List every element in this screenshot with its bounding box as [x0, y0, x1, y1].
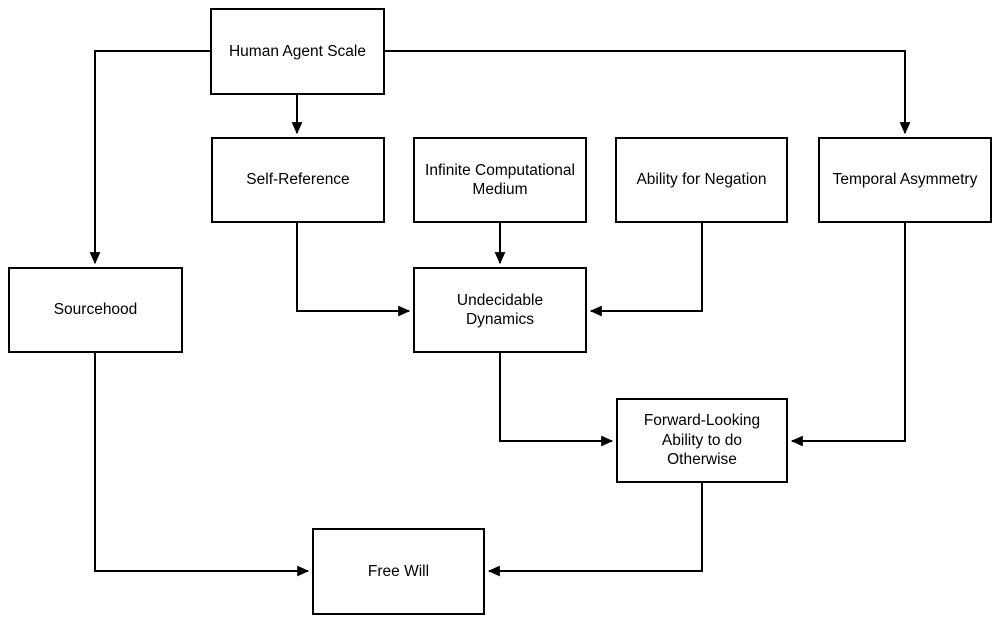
node-infinite-computational-medium: Infinite Computational Medium	[413, 137, 587, 223]
node-sourcehood: Sourcehood	[8, 267, 183, 353]
node-temporal-asymmetry: Temporal Asymmetry	[818, 137, 992, 223]
node-undecidable-dynamics-label: Undecidable Dynamics	[456, 291, 544, 328]
node-forward-looking-ability-to-do-otherwise: Forward-Looking Ability to do Otherwise	[616, 398, 788, 483]
node-free-will: Free Will	[312, 528, 485, 615]
node-sourcehood-label: Sourcehood	[53, 301, 138, 319]
node-free-will-label: Free Will	[367, 562, 430, 580]
connector-human-agent-scale-to-sourcehood	[89, 50, 211, 265]
connector-self-reference-to-undecidable-dynamics	[296, 222, 411, 317]
connector-human-agent-scale-to-temporal-asymmetry	[384, 50, 911, 135]
node-human-agent-scale-label: Human Agent Scale	[228, 42, 366, 60]
node-forward-looking-label: Forward-Looking Ability to do Otherwise	[643, 412, 761, 469]
node-ability-for-negation: Ability for Negation	[615, 137, 788, 223]
node-temporal-asymmetry-label: Temporal Asymmetry	[832, 171, 978, 189]
node-undecidable-dynamics: Undecidable Dynamics	[413, 267, 587, 353]
connector-forward-looking-to-free-will	[487, 482, 703, 577]
node-self-reference: Self-Reference	[211, 137, 385, 223]
connector-temporal-asymmetry-to-forward-looking	[790, 222, 906, 447]
connector-sourcehood-to-free-will	[94, 352, 310, 577]
node-human-agent-scale: Human Agent Scale	[210, 8, 385, 95]
connector-undecidable-dynamics-to-forward-looking	[499, 352, 614, 447]
node-ability-for-negation-label: Ability for Negation	[636, 171, 767, 189]
node-self-reference-label: Self-Reference	[246, 171, 350, 189]
node-infinite-computational-medium-label: Infinite Computational Medium	[425, 161, 575, 198]
connector-ability-negation-to-undecidable-dynamics	[589, 222, 703, 317]
